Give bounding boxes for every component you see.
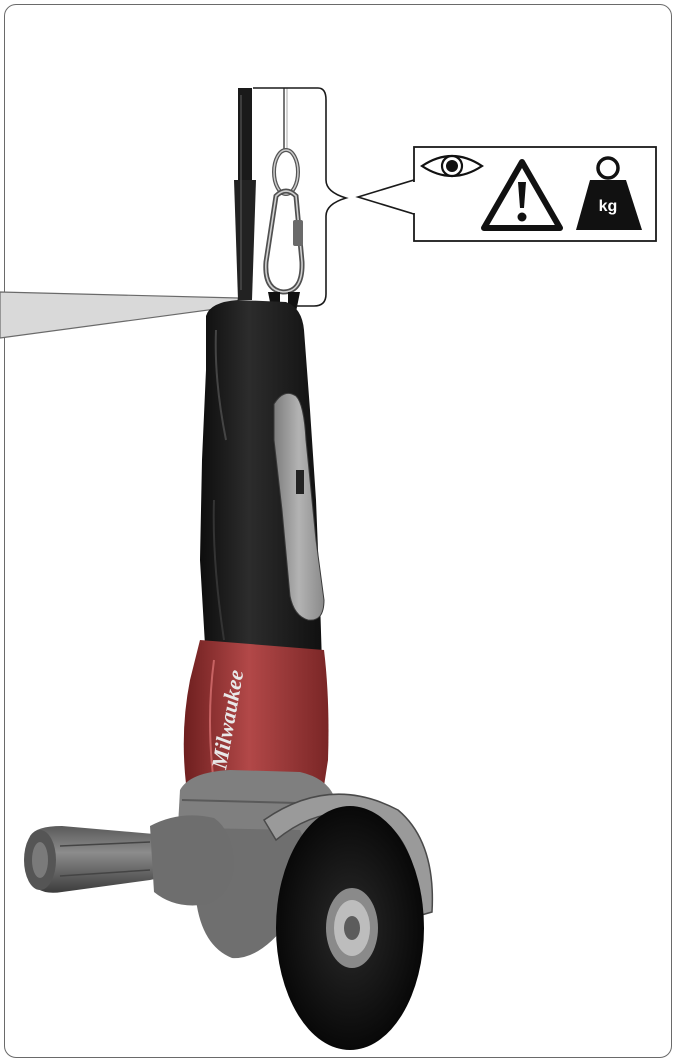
side-handle (24, 815, 234, 905)
power-cord (238, 88, 252, 188)
cutting-disc (276, 806, 424, 1050)
pointer-callout (0, 292, 238, 338)
cord-strain-relief (234, 180, 256, 300)
weight-label: kg (592, 198, 624, 216)
